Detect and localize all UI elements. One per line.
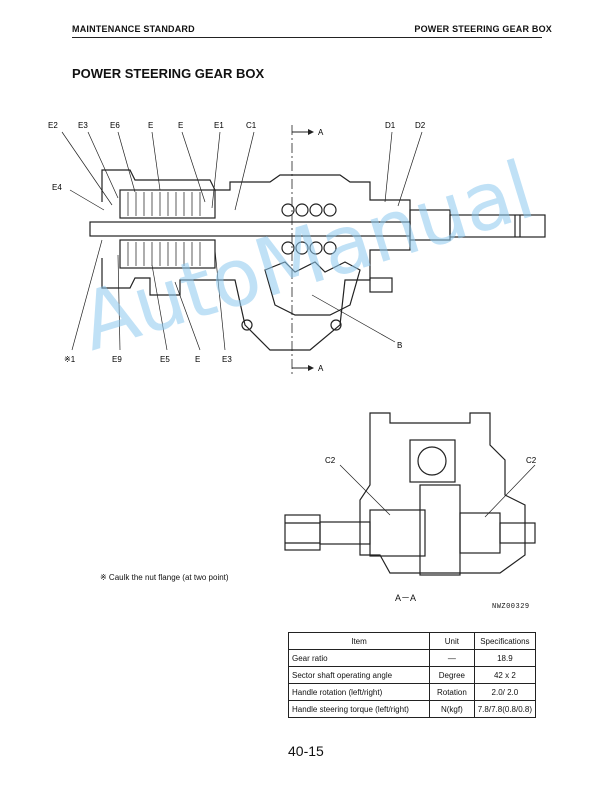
label-c2-right: C2: [526, 456, 537, 465]
table-row: Handle steering torque (left/right) N(kg…: [287, 700, 537, 718]
section-marker-top: A: [318, 128, 324, 137]
cell-unit: Degree: [429, 666, 475, 684]
label-d2: D2: [415, 121, 426, 130]
label-e5: E5: [160, 355, 170, 364]
figure-code: NWZ00329: [492, 603, 530, 611]
cell-spec: 2.0/ 2.0: [473, 683, 537, 701]
table-row: Handle rotation (left/right) Rotation 2.…: [287, 683, 537, 701]
cell-item: Gear ratio: [287, 649, 431, 667]
header-unit: Unit: [429, 632, 475, 650]
cell-spec: 18.9: [473, 649, 537, 667]
cell-unit: —: [429, 649, 475, 667]
header-item: Item: [287, 632, 431, 650]
section-caption: A－A: [395, 593, 417, 603]
page-title: POWER STEERING GEAR BOX: [72, 66, 265, 81]
label-c2-left: C2: [325, 456, 336, 465]
cell-item: Handle rotation (left/right): [287, 683, 431, 701]
spec-table: Item Unit Specifications Gear ratio — 18…: [287, 632, 537, 718]
label-d1: D1: [385, 121, 396, 130]
cell-spec: 42 x 2: [473, 666, 537, 684]
label-e-c: E: [195, 355, 200, 364]
cell-item: Handle steering torque (left/right): [287, 700, 431, 718]
section-a-a-diagram: C2 C2: [284, 412, 537, 576]
cell-unit: N(kgf): [429, 700, 475, 718]
table-row: Sector shaft operating angle Degree 42 x…: [287, 666, 537, 684]
cell-spec: 7.8/7.8(0.8/0.8): [473, 700, 537, 718]
label-e-a: E: [148, 121, 153, 130]
label-c1: C1: [246, 121, 257, 130]
gearbox-section-diagram: A A E2 E3 E6 E E E1 C1 D1 D2 E4 ※1 E9 E5…: [48, 121, 546, 375]
caulk-note: ※ Caulk the nut flange (at two point): [100, 573, 229, 582]
page-number: 40-15: [288, 743, 324, 759]
header-left: MAINTENANCE STANDARD: [72, 24, 195, 34]
label-e-b: E: [178, 121, 183, 130]
label-note-1: ※1: [64, 355, 76, 364]
header-rule: [72, 37, 542, 38]
table-row: Gear ratio — 18.9: [287, 649, 537, 667]
section-marker-bottom: A: [318, 364, 324, 373]
label-e3: E3: [78, 121, 88, 130]
cell-unit: Rotation: [429, 683, 475, 701]
header-spec: Specifications: [473, 632, 537, 650]
label-e1: E1: [214, 121, 224, 130]
label-e4: E4: [52, 183, 62, 192]
label-e2: E2: [48, 121, 58, 130]
header-right: POWER STEERING GEAR BOX: [414, 24, 552, 34]
cell-item: Sector shaft operating angle: [287, 666, 431, 684]
label-e6: E6: [110, 121, 120, 130]
label-e9: E9: [112, 355, 122, 364]
label-e3-bottom: E3: [222, 355, 232, 364]
spec-table-header: Item Unit Specifications: [287, 632, 537, 650]
label-b: B: [397, 341, 402, 350]
